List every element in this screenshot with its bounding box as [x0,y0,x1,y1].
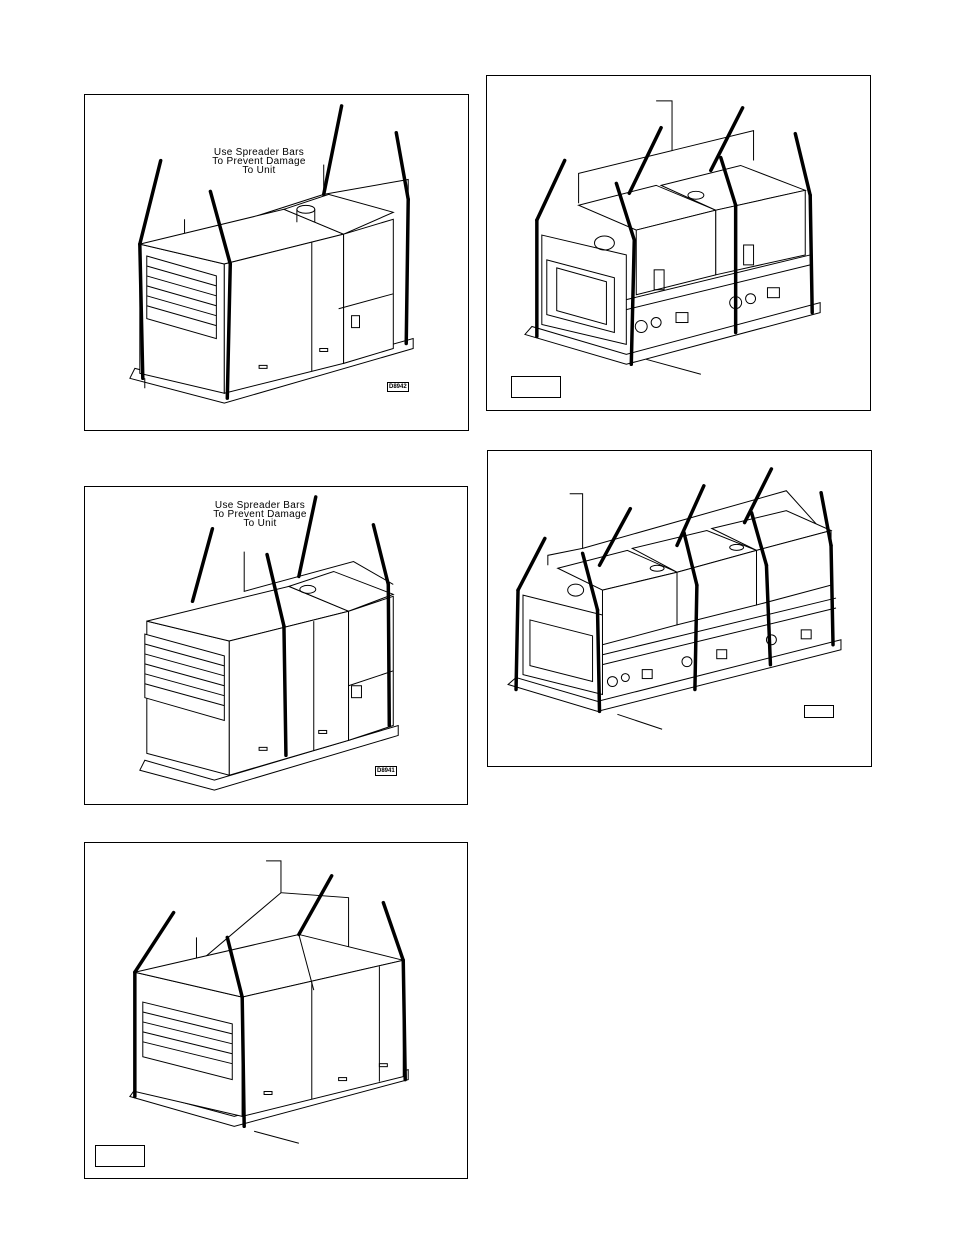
figure-panel-three-module-unit [487,450,872,767]
figure-label-box [95,1145,145,1167]
figure-panel-single-unit-spreader-alt: Use Spreader Bars To Prevent Damage To U… [84,486,468,805]
callout-line-1: Use Spreader Bars [214,500,306,511]
two-module-lifting-drawing [524,100,821,375]
callout-line-3: To Unit [242,165,276,176]
single-unit-alt-lifting-drawing [139,495,399,791]
callout-line-1: Use Spreader Bars [213,147,305,158]
figure-label-box [804,705,834,718]
spreader-bar-callout: Use Spreader Bars To Prevent Damage To U… [200,500,320,529]
figure-panel-two-module-unit [486,75,871,411]
callout-line-2: To Prevent Damage [212,156,306,167]
callout-line-2: To Prevent Damage [213,509,307,520]
spreader-bar-callout: Use Spreader Bars To Prevent Damage To U… [189,147,329,176]
figure-label-box [511,376,561,398]
figure-panel-enclosed-unit [84,842,468,1179]
drawing-number-tag: D8941 [375,766,397,776]
figure-panel-single-unit-spreader: Use Spreader Bars To Prevent Damage To U… [84,94,469,431]
drawing-number-tag: D8942 [387,382,409,392]
three-module-lifting-drawing [507,467,842,730]
single-unit-lifting-drawing [129,104,414,404]
enclosed-unit-lifting-drawing [129,860,409,1144]
callout-line-3: To Unit [243,518,277,529]
